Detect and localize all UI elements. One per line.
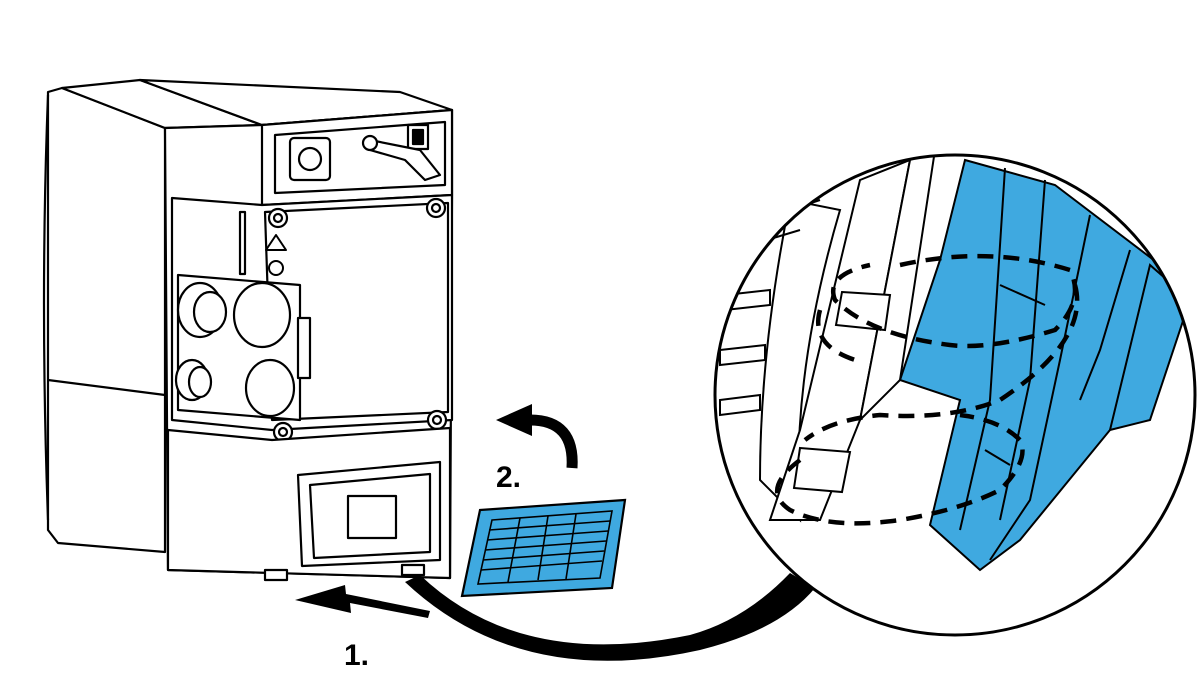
step-2-label: 2. — [496, 461, 521, 494]
pipe-port-lower-right — [244, 358, 296, 418]
warning-triangle-icon — [265, 234, 287, 251]
appliance-side-panel — [46, 86, 167, 554]
step-2-arrow — [496, 404, 578, 469]
magnifier-ring — [713, 153, 1197, 637]
power-socket-face — [297, 146, 323, 172]
vent-slot — [238, 210, 247, 276]
filter-edge-detail — [898, 158, 1192, 572]
appliance-unit — [42, 78, 454, 582]
filter-grid-border — [476, 510, 613, 585]
side-panel-edge — [42, 94, 50, 521]
dashed-outline — [774, 253, 1080, 526]
filter-pad — [460, 498, 627, 598]
detail-callout-swoosh — [405, 573, 815, 661]
filter-compartment-window — [346, 494, 398, 540]
filter-grid — [480, 513, 611, 583]
side-panel-seam — [47, 378, 166, 397]
housing-detail — [715, 155, 937, 523]
detail-magnifier — [715, 155, 1195, 635]
pipe-port-upper-right — [232, 281, 292, 349]
step-1-arrow — [295, 585, 430, 618]
side-clip — [296, 316, 312, 380]
foot-left — [263, 568, 289, 582]
step-1-label: 1. — [344, 639, 369, 672]
foot-right — [400, 563, 426, 577]
circle-indicator-icon — [268, 260, 284, 276]
